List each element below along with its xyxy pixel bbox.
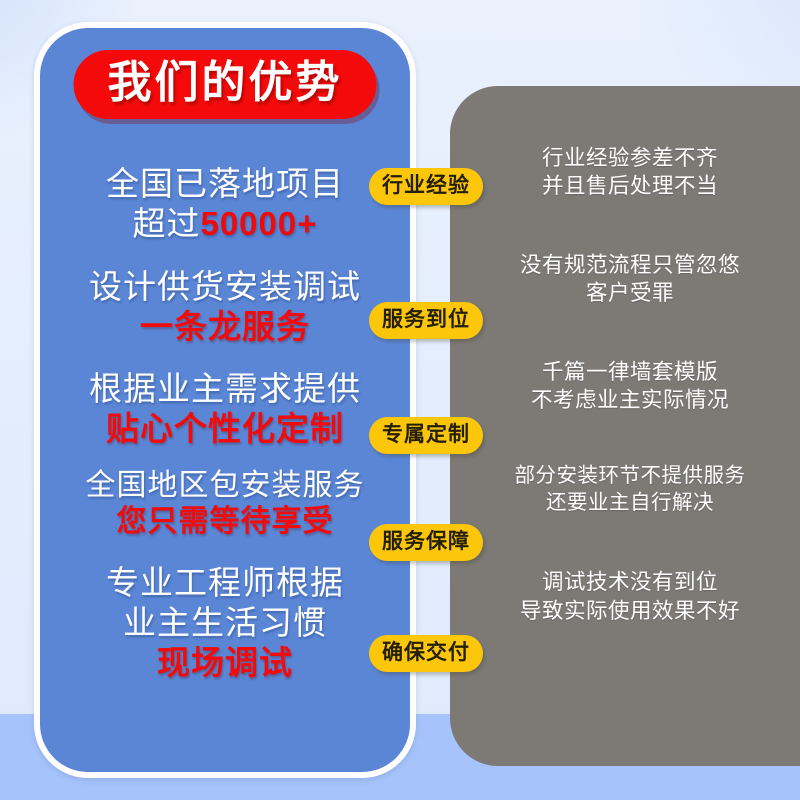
advantage-item: 根据业主需求提供 贴心个性化定制 [54, 369, 396, 450]
advantage-line: 全国已落地项目 [106, 165, 344, 202]
drawback-line: 调试技术没有到位 [541, 570, 718, 595]
category-badge-delivery-assurance: 确保交付 [369, 635, 483, 673]
drawback-line: 并且售后处理不当 [541, 174, 718, 199]
advantages-list: 全国已落地项目 超过50000+ 设计供货安装调试 一条龙服务 根据业主需求提供… [40, 156, 410, 762]
drawback-line: 客户受罪 [585, 281, 674, 306]
advantage-line-with-count: 超过50000+ [54, 204, 396, 244]
advantage-item: 全国地区包安装服务 您只需等待享受 [54, 468, 396, 541]
advantage-line-prefix: 超过 [132, 205, 201, 243]
drawback-line: 部分安装环节不提供服务 [514, 464, 746, 488]
advantage-line: 全国地区包安装服务 [85, 468, 365, 502]
page-title: 我们的优势 [73, 50, 377, 120]
drawback-item: 行业经验参差不齐 并且售后处理不当 [472, 144, 788, 201]
advantage-item: 设计供货安装调试 一条龙服务 [54, 267, 396, 348]
page-title-text: 我们的优势 [107, 58, 343, 107]
drawback-line: 不考虑业主实际情况 [530, 387, 729, 412]
advantage-item: 专业工程师根据 业主生活习惯 现场调试 [54, 563, 396, 684]
advantage-line-accent: 您只需等待享受 [116, 505, 334, 539]
drawback-line: 行业经验参差不齐 [541, 146, 718, 170]
drawback-item: 没有规范流程只管忽悠 客户受罪 [472, 251, 788, 308]
advantage-line: 业主生活习惯 [123, 603, 327, 641]
advantages-panel: 我们的优势 全国已落地项目 超过50000+ 设计供货安装调试 一条龙服务 根据… [34, 22, 416, 778]
category-badge-service-guarantee: 服务保障 [369, 524, 483, 562]
drawbacks-list: 行业经验参差不齐 并且售后处理不当 没有规范流程只管忽悠 客户受罪 千篇一律墙套… [450, 86, 800, 766]
drawback-line: 导致实际使用效果不好 [519, 598, 740, 623]
drawback-item: 调试技术没有到位 导致实际使用效果不好 [472, 568, 788, 625]
advantage-line-accent: 贴心个性化定制 [106, 410, 344, 448]
advantage-line: 专业工程师根据 [106, 563, 344, 601]
drawback-line: 千篇一律墙套模版 [541, 359, 718, 384]
drawback-item: 千篇一律墙套模版 不考虑业主实际情况 [472, 358, 788, 415]
project-count-value: 50000+ [200, 205, 318, 243]
drawback-line: 还要业主自行解决 [546, 491, 714, 515]
drawbacks-panel: 行业经验参差不齐 并且售后处理不当 没有规范流程只管忽悠 客户受罪 千篇一律墙套… [450, 86, 800, 766]
drawback-item: 部分安装环节不提供服务 还要业主自行解决 [472, 462, 788, 516]
drawback-line: 没有规范流程只管忽悠 [519, 252, 740, 277]
advantage-line: 根据业主需求提供 [89, 370, 361, 407]
advantage-line-accent: 现场调试 [157, 644, 293, 682]
category-badge-exclusive-customization: 专属定制 [369, 417, 483, 455]
advantage-line: 设计供货安装调试 [89, 267, 361, 305]
advantage-item: 全国已落地项目 超过50000+ [54, 164, 396, 245]
category-badge-industry-experience: 行业经验 [369, 168, 483, 206]
category-badge-service-in-place: 服务到位 [369, 302, 483, 340]
advantage-line-accent: 一条龙服务 [140, 307, 310, 345]
